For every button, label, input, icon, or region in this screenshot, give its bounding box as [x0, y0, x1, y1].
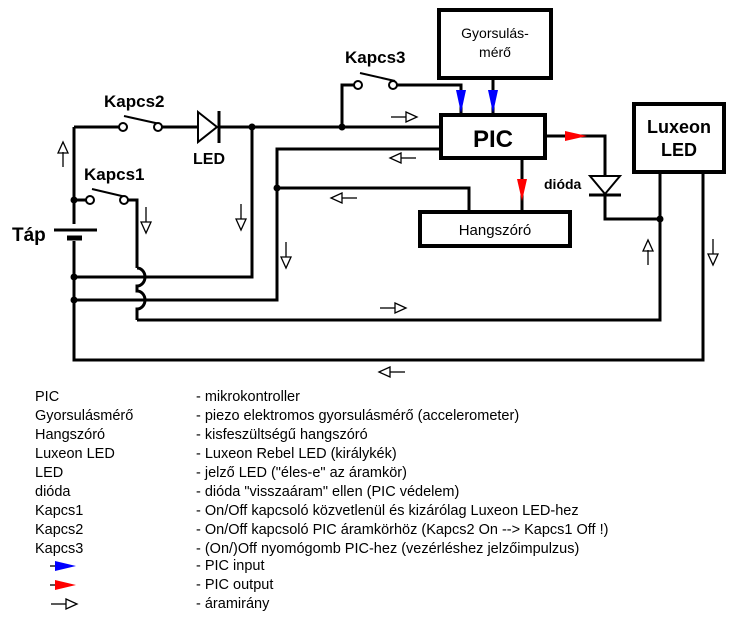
battery-label: Táp — [12, 225, 46, 246]
legend-name: PIC — [35, 389, 60, 405]
legend-desc: - dióda "visszaáram" ellen (PIC védelem) — [196, 484, 460, 500]
current-arrow-up-icon — [56, 140, 70, 167]
wire-pic-diode — [545, 134, 607, 176]
legend-desc: - On/Off kapcsoló PIC áramkörhöz (Kapcs2… — [196, 522, 609, 538]
led-indicator: LED — [193, 109, 225, 168]
legend-desc: - mikrokontroller — [196, 389, 300, 405]
wire-crossover-hops — [135, 266, 147, 320]
red-output-arrow-icon — [517, 179, 527, 201]
legend-desc: - PIC input — [196, 558, 265, 574]
legend-desc: - Luxeon Rebel LED (királykék) — [196, 446, 397, 462]
accelerometer-label-2: mérő — [479, 44, 511, 60]
legend-name: Kapcs2 — [35, 522, 84, 538]
current-arrow-left-icon — [388, 151, 416, 165]
current-arrow-right-icon — [391, 110, 419, 124]
luxeon-label-1: Luxeon — [647, 117, 711, 137]
current-arrow-down-icon — [234, 204, 248, 232]
legend-name: Kapcs3 — [35, 541, 84, 557]
speaker-box: Hangszóró — [418, 210, 572, 248]
legend-desc: - PIC output — [196, 577, 274, 593]
junction-dot — [248, 123, 256, 131]
wire-junction-252 — [74, 127, 254, 279]
wire-return-loop — [72, 172, 705, 362]
pic-input-arrows — [456, 90, 498, 113]
kapcs2-label: Kapcs2 — [104, 92, 164, 111]
wire-pic-return — [74, 147, 441, 302]
red-output-arrow-icon — [565, 131, 587, 141]
junction-dot — [70, 196, 78, 204]
legend-name: Hangszóró — [35, 427, 106, 443]
legend-name: Luxeon LED — [35, 446, 115, 462]
junction-dot — [338, 123, 346, 131]
legend-desc: - áramirány — [196, 596, 270, 612]
junction-dot — [656, 215, 664, 223]
wire-speaker-left — [277, 186, 471, 212]
luxeon-led-box: Luxeon LED — [632, 102, 726, 174]
switch-kapcs2: Kapcs2 — [104, 92, 164, 132]
legend-desc: - jelző LED ("éles-e" az áramkör) — [196, 465, 407, 481]
legend-name: LED — [35, 465, 64, 481]
legend-name: Gyorsulásmérő — [35, 408, 134, 424]
legend-desc: - kisfeszültségű hangszóró — [196, 427, 368, 443]
current-arrow-left-icon — [329, 191, 357, 205]
led-label: LED — [193, 151, 225, 168]
wire-kapcs3-right — [397, 83, 463, 115]
switch-kapcs3: Kapcs3 — [345, 48, 405, 90]
battery-tap: Táp — [12, 225, 97, 246]
kapcs1-label: Kapcs1 — [84, 165, 144, 184]
current-arrow-left-icon — [377, 365, 405, 379]
junction-dot — [70, 273, 78, 281]
current-arrow-down-icon — [139, 207, 153, 235]
junction-dot — [70, 296, 78, 304]
pic-output-arrows — [517, 131, 587, 201]
wires — [72, 78, 705, 362]
pic-label: PIC — [473, 126, 513, 153]
legend-blue-arrow-icon — [50, 561, 76, 571]
accelerometer-label-1: Gyorsulás- — [461, 25, 529, 41]
legend-name: Kapcs1 — [35, 503, 84, 519]
current-arrows — [56, 110, 720, 379]
blue-input-arrow-icon — [488, 90, 498, 113]
wire-luxeon-left — [137, 172, 662, 322]
speaker-label: Hangszóró — [459, 222, 532, 239]
accelerometer-box: Gyorsulás- mérő — [437, 8, 553, 80]
diode-label: dióda — [544, 176, 582, 192]
blue-input-arrow-icon — [456, 90, 466, 113]
current-arrow-right-icon — [380, 301, 408, 315]
wire-kapcs3-left — [340, 83, 354, 127]
wire-kapcs1-right — [128, 198, 139, 268]
current-arrow-down-icon — [706, 239, 720, 267]
junction-dots — [70, 123, 664, 304]
current-arrow-down-icon — [279, 242, 293, 270]
pic-box: PIC — [439, 113, 547, 160]
current-arrow-up-icon — [641, 238, 655, 265]
luxeon-label-2: LED — [661, 140, 697, 160]
legend-name: dióda — [35, 484, 71, 500]
legend-desc: - On/Off kapcsoló közvetlenül és kizáról… — [196, 503, 579, 519]
legend-red-arrow-icon — [50, 580, 76, 590]
wire-diode-luxeon — [603, 195, 660, 221]
legend-current-arrow-icon — [51, 597, 79, 611]
legend-symbols — [50, 561, 79, 611]
diode-protection: dióda — [544, 175, 623, 197]
kapcs3-label: Kapcs3 — [345, 48, 405, 67]
legend-desc: - piezo elektromos gyorsulásmérő (accele… — [196, 408, 520, 424]
junction-dot — [273, 184, 281, 192]
switch-kapcs1: Kapcs1 — [84, 165, 144, 205]
legend-desc: - (On/)Off nyomógomb PIC-hez (vezérléshe… — [196, 541, 580, 557]
